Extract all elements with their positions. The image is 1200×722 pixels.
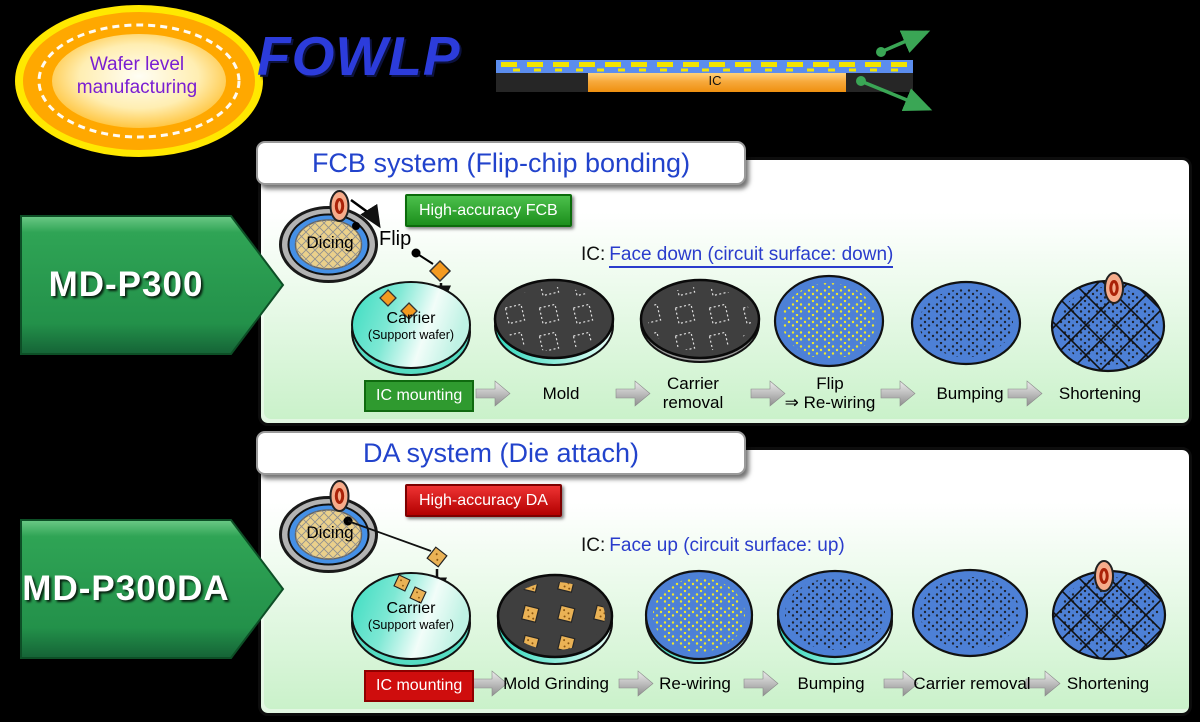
md-p300da-banner-shape (20, 519, 285, 659)
pickup-nozzle-icon (1094, 560, 1114, 592)
flow-arrow-icon (750, 380, 786, 407)
mold-wafer (493, 278, 615, 366)
flip-label: Flip (379, 228, 412, 250)
step-label-bumping: Bumping (936, 384, 1004, 403)
fcb-panel: High-accuracy FCB Dicing Flip IC:Face do… (258, 157, 1192, 426)
da-panel: High-accuracy DA Dicing IC:Face up (circ… (258, 447, 1192, 716)
dicing-label: Dicing (306, 523, 354, 542)
product-name-md-p300: MD-P300 (48, 265, 204, 304)
rewiring-wafer (644, 569, 754, 664)
carrier-wafer (351, 281, 471, 376)
ic-orientation: Face up (circuit surface: up) (609, 535, 845, 556)
dicing-wafer (279, 206, 378, 283)
fcb-system-title: FCB system (Flip-chip bonding) (256, 141, 746, 185)
ic-prefix: IC: (581, 244, 606, 265)
wafer-level-starburst-badge (15, 5, 263, 157)
carrier-removal-wafer (911, 568, 1029, 658)
ic-mounting-badge: IC mounting (364, 380, 475, 412)
step-label-rewiring: Re-wiring (659, 674, 731, 693)
high-accuracy-da-badge: High-accuracy DA (405, 484, 562, 517)
flip-rewiring-wafer (773, 274, 885, 368)
bumping-wafer (776, 569, 894, 665)
flip-arrow-icon (350, 198, 381, 230)
da-system-title: DA system (Die attach) (256, 431, 746, 475)
bumping-wafer (910, 280, 1022, 366)
flow-arrow-icon (472, 670, 508, 697)
ic-orientation: Face down (circuit surface: down) (609, 244, 894, 268)
mold-grinding-wafer (496, 573, 614, 665)
high-accuracy-fcb-badge: High-accuracy FCB (405, 194, 572, 227)
step-label-bumping: Bumping (797, 674, 865, 693)
fowlp-logo: FOWLP (257, 25, 461, 87)
step-label-shortening: Shortening (1066, 674, 1150, 693)
wafer-level-badge-text: Wafer level manufacturing (37, 53, 237, 99)
flow-arrow-icon (1007, 380, 1043, 407)
step-label-mold-grinding: Mold Grinding (503, 674, 609, 693)
shortening-wafer (1051, 569, 1167, 661)
dicing-label: Dicing (306, 233, 354, 252)
callout-arrow-icon (876, 30, 931, 57)
badge-line1: Wafer level (89, 54, 185, 75)
ic-mounting-badge: IC mounting (364, 670, 475, 702)
pickup-nozzle-icon (1104, 272, 1124, 304)
shortening-wafer (1050, 279, 1166, 373)
ic-die (588, 73, 846, 92)
carrier-removal-wafer (639, 278, 761, 363)
da-process-graphics (279, 480, 1167, 697)
step-label-carrier-removal: Carrier removal (913, 674, 1031, 693)
flow-arrow-icon (743, 670, 779, 697)
badge-line2: manufacturing (76, 77, 198, 98)
flow-arrow-icon (880, 380, 916, 407)
carrier-label: Carrier (Support wafer) (367, 600, 455, 632)
product-name-md-p300da: MD-P300DA (22, 569, 230, 608)
carrier-label: Carrier (Support wafer) (367, 310, 455, 342)
step-label-flip-rewiring: Flip⇒ Re-wiring (784, 374, 876, 412)
ic-prefix: IC: (581, 535, 606, 556)
fowlp-cross-section (496, 30, 933, 112)
callout-arrow-icon (856, 76, 933, 112)
ic-orientation-note: IC:Face down (circuit surface: down) (581, 244, 894, 268)
flow-arrow-icon (615, 380, 651, 407)
flow-arrow-icon (618, 670, 654, 697)
flow-arrow-icon (475, 380, 511, 407)
ic-orientation-note: IC:Face up (circuit surface: up) (581, 535, 845, 557)
starburst-wavy-ring (37, 23, 241, 139)
flow-arrow-icon (1025, 670, 1061, 697)
step-label-mold: Mold (542, 384, 580, 403)
step-label-shortening: Shortening (1058, 384, 1142, 403)
fcb-process-graphics (279, 190, 1166, 407)
md-p300-banner-shape (20, 215, 285, 355)
flow-arrow-icon (883, 670, 919, 697)
pickup-nozzle-icon (329, 480, 350, 512)
carrier-wafer (351, 572, 471, 667)
pickup-nozzle-icon (329, 190, 350, 222)
cross-section-ic-label: IC (708, 73, 722, 88)
